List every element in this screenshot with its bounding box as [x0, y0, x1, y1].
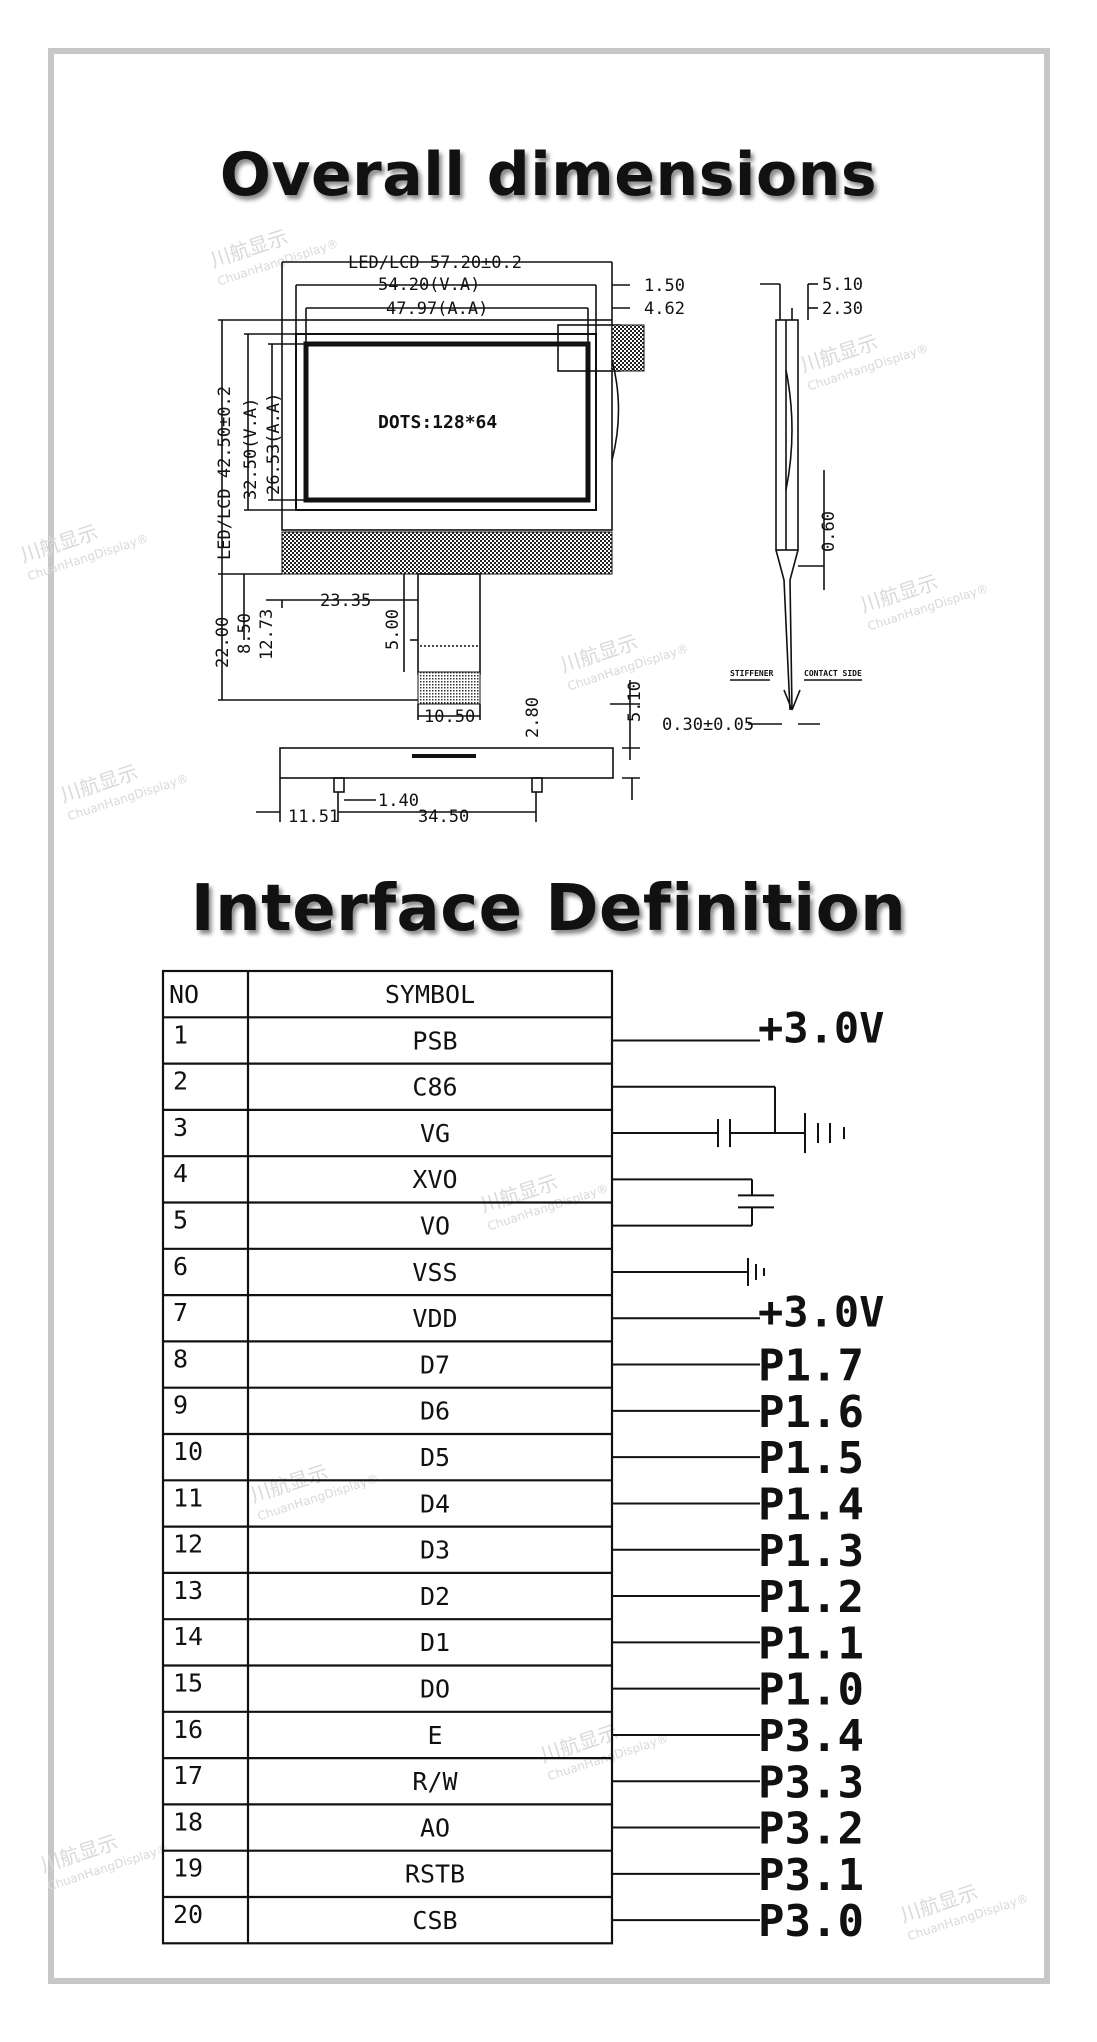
pin-number: 10 [173, 1437, 203, 1466]
dim-outline-height: LED/LCD 42.50±0.2 [215, 386, 235, 560]
pin-symbol: VO [420, 1212, 450, 1241]
dim-8-50: 8.50 [235, 613, 255, 654]
pin-number: 13 [173, 1576, 203, 1605]
pin-number: 15 [173, 1669, 203, 1698]
port-label-d0: P1.0 [758, 1665, 864, 1716]
dim-10-50: 10.50 [424, 707, 475, 727]
pin-number: 16 [173, 1715, 203, 1744]
pin-number: 14 [173, 1622, 203, 1651]
interface-definition-heading: Interface Definition [190, 872, 907, 946]
supply-label-vdd: +3.0V [758, 1287, 884, 1336]
module-outline [281, 319, 613, 531]
pin-number: 6 [173, 1252, 188, 1281]
dim-1-40: 1.40 [378, 791, 419, 811]
port-label-e: P3.4 [758, 1711, 864, 1762]
pin-number: 9 [173, 1391, 188, 1420]
connector-pad-hatch [611, 324, 645, 372]
pin-symbol: D1 [420, 1628, 450, 1657]
dim-aa-width: 47.97(A.A) [386, 299, 488, 319]
pin-symbol: D3 [420, 1536, 450, 1565]
dim-va-height: 32.50(V.A) [241, 398, 261, 500]
pin-symbol: VSS [412, 1258, 457, 1287]
pin-symbol: RSTB [405, 1860, 465, 1889]
pin-symbol: PSB [412, 1026, 457, 1055]
pin-number: 18 [173, 1807, 203, 1836]
port-label-d2: P1.2 [758, 1572, 864, 1623]
pin-symbol: DO [420, 1675, 450, 1704]
dim-22-00: 22.00 [213, 617, 233, 668]
pin-symbol: CSB [412, 1906, 457, 1935]
pin-symbol: D5 [420, 1443, 450, 1472]
pin-number: 5 [173, 1206, 188, 1235]
pin-number: 7 [173, 1298, 188, 1327]
supply-label-psb: +3.0V [758, 1003, 884, 1052]
pin-symbol: C86 [412, 1073, 457, 1102]
side-dim-0-60: 0.60 [819, 511, 839, 552]
dim-2-80: 2.80 [523, 697, 543, 738]
side-dim-5-10: 5.10 [822, 275, 863, 295]
stiffener-label: STIFFENER [730, 669, 774, 678]
pin-number: 4 [173, 1159, 188, 1188]
pin-number: 3 [173, 1113, 188, 1142]
pin-number: 8 [173, 1344, 188, 1373]
page-frame [48, 48, 1050, 1984]
port-label-csb: P3.0 [758, 1896, 864, 1947]
port-label-rw: P3.3 [758, 1757, 864, 1808]
header-no: NO [169, 980, 199, 1009]
pin-symbol: VDD [412, 1304, 457, 1333]
dim-1-50: 1.50 [644, 276, 685, 296]
dim-5-00: 5.00 [383, 609, 403, 650]
pin-symbol: D4 [420, 1489, 450, 1518]
pin-number: 19 [173, 1854, 203, 1883]
pin-number: 11 [173, 1483, 203, 1512]
pin-symbol: E [427, 1721, 442, 1750]
dim-34-50: 34.50 [418, 807, 469, 827]
port-label-d3: P1.3 [758, 1526, 864, 1577]
table-border [161, 969, 614, 1945]
pin-symbol: D6 [420, 1397, 450, 1426]
dim-aa-height: 26.53(A.A) [264, 393, 284, 495]
pin-number: 12 [173, 1530, 203, 1559]
side-dim-0-30: 0.30±0.05 [662, 715, 754, 735]
pin-number: 1 [173, 1020, 188, 1049]
dim-5-10-right: 5.10 [625, 681, 645, 722]
header-symbol: SYMBOL [385, 980, 475, 1009]
dim-4-62: 4.62 [644, 299, 685, 319]
pin-number: 17 [173, 1761, 203, 1790]
pin-symbol: R/W [412, 1767, 458, 1796]
port-label-d5: P1.5 [758, 1433, 864, 1484]
dim-outline-width: LED/LCD 57.20±0.2 [348, 253, 522, 273]
port-label-rstb: P3.1 [758, 1850, 864, 1901]
port-label-d1: P1.1 [758, 1618, 864, 1669]
port-label-d4: P1.4 [758, 1479, 864, 1530]
pin-symbol: AO [420, 1813, 450, 1842]
dim-va-width: 54.20(V.A) [378, 275, 480, 295]
bottom-profile [279, 747, 614, 779]
overall-dimensions-heading: Overall dimensions [219, 140, 878, 210]
active-area [303, 341, 591, 503]
dim-23-35: 23.35 [320, 591, 371, 611]
side-view [775, 319, 799, 551]
dim-11-51: 11.51 [288, 807, 339, 827]
pin-symbol: D7 [420, 1350, 450, 1379]
pin-symbol: XVO [412, 1165, 457, 1194]
dimension-drawing: LED/LCD 57.20±0.2 54.20(V.A) 47.97(A.A) … [213, 253, 863, 827]
dots-label: DOTS:128*64 [378, 412, 497, 433]
side-dim-2-30: 2.30 [822, 299, 863, 319]
fpc-tail-end [417, 671, 481, 705]
pin-symbol: VG [420, 1119, 450, 1148]
pin-number: 20 [173, 1900, 203, 1929]
contact-side-label: CONTACT SIDE [804, 669, 862, 678]
port-label-a0: P3.2 [758, 1804, 864, 1855]
port-label-d7: P1.7 [758, 1341, 864, 1392]
pin-symbol: D2 [420, 1582, 450, 1611]
view-area [295, 333, 597, 511]
pin-number: 2 [173, 1067, 188, 1096]
bottom-strip [281, 531, 613, 575]
port-label-d6: P1.6 [758, 1387, 864, 1438]
dim-12-73: 12.73 [257, 609, 277, 660]
